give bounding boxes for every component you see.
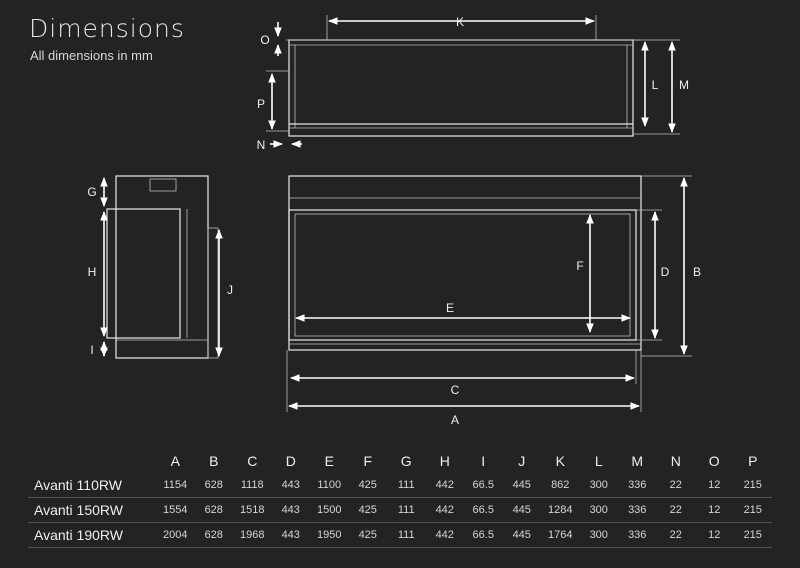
dimension-cell: 442 [425, 497, 464, 523]
technical-drawing: K O P N L M F E D B C A G H I J [87, 15, 701, 427]
dimension-cell: 1500 [310, 497, 349, 523]
dimension-cell: 111 [387, 473, 426, 498]
col-header: J [518, 453, 526, 469]
dim-label-o: O [260, 33, 269, 47]
dimension-cell: 215 [733, 473, 772, 498]
dimension-cell: 425 [348, 497, 387, 523]
dimension-cell: 445 [502, 522, 541, 548]
col-header: F [363, 453, 373, 469]
page-title: Dimensions [29, 14, 185, 43]
dim-label-p: P [257, 97, 265, 111]
col-header: E [324, 453, 334, 469]
dimension-cell: 22 [656, 497, 695, 523]
model-name: Avanti 150RW [28, 497, 156, 523]
dimension-cell: 862 [541, 473, 580, 498]
dim-label-m: M [679, 78, 689, 92]
dim-label-f: F [576, 259, 583, 273]
table-header-row: A B C D E F G H I J K L M N O P [28, 449, 772, 473]
dimension-cell: 336 [618, 497, 657, 523]
dim-label-b: B [693, 265, 701, 279]
dimension-cell: 425 [348, 473, 387, 498]
dimension-cell: 66.5 [464, 497, 503, 523]
dimension-cell: 12 [695, 473, 734, 498]
dimension-cell: 336 [618, 522, 657, 548]
col-header: N [670, 453, 681, 469]
col-header: D [285, 453, 296, 469]
dimension-cell: 12 [695, 497, 734, 523]
dimension-cell: 1764 [541, 522, 580, 548]
dimension-cell: 300 [579, 497, 618, 523]
dimension-cell: 1100 [310, 473, 349, 498]
model-name: Avanti 110RW [28, 473, 156, 498]
col-header: G [400, 453, 412, 469]
dimension-cell: 1518 [233, 497, 272, 523]
dimensions-table: A B C D E F G H I J K L M N O P Avanti 1… [28, 449, 772, 548]
dimension-cell: 628 [194, 473, 233, 498]
dimension-cell: 12 [695, 522, 734, 548]
dimension-cell: 66.5 [464, 473, 503, 498]
dimension-cell: 111 [387, 522, 426, 548]
dimension-cell: 1968 [233, 522, 272, 548]
col-header: O [708, 453, 720, 469]
dimension-cell: 1154 [156, 473, 195, 498]
col-header: K [555, 453, 565, 469]
dim-label-l: L [652, 78, 659, 92]
header-blank [28, 449, 156, 473]
dimension-cell: 1284 [541, 497, 580, 523]
dimension-cell: 111 [387, 497, 426, 523]
dimension-cell: 215 [733, 522, 772, 548]
col-header: H [439, 453, 450, 469]
dim-label-e: E [446, 301, 454, 315]
front-view [286, 175, 692, 412]
dimension-cell: 443 [271, 497, 310, 523]
top-view [266, 15, 680, 148]
dimension-cell: 300 [579, 473, 618, 498]
dimension-cell: 425 [348, 522, 387, 548]
dim-label-a: A [451, 413, 459, 427]
page-subtitle: All dimensions in mm [30, 48, 153, 63]
dim-label-d: D [661, 265, 670, 279]
dim-label-c: C [451, 383, 460, 397]
dimension-cell: 1950 [310, 522, 349, 548]
dimension-cell: 628 [194, 522, 233, 548]
dimension-cell: 66.5 [464, 522, 503, 548]
dimension-cell: 1554 [156, 497, 195, 523]
dim-label-g: G [87, 185, 96, 199]
col-header: P [748, 453, 758, 469]
model-name: Avanti 190RW [28, 522, 156, 548]
side-view [100, 175, 223, 359]
dimension-cell: 445 [502, 497, 541, 523]
col-header: B [209, 453, 219, 469]
dimension-cell: 445 [502, 473, 541, 498]
dimension-cell: 443 [271, 522, 310, 548]
dimension-cell: 1118 [233, 473, 272, 498]
col-header: M [631, 453, 644, 469]
dimension-cell: 443 [271, 473, 310, 498]
col-header: I [481, 453, 486, 469]
dim-label-i: I [90, 343, 93, 357]
dimension-cell: 22 [656, 473, 695, 498]
col-header: C [247, 453, 258, 469]
col-header: A [170, 453, 180, 469]
dimension-cell: 628 [194, 497, 233, 523]
dimension-cell: 442 [425, 473, 464, 498]
dim-label-n: N [257, 138, 266, 152]
dimension-cell: 442 [425, 522, 464, 548]
dimension-cell: 215 [733, 497, 772, 523]
dimension-cell: 300 [579, 522, 618, 548]
col-header: L [594, 453, 603, 469]
dimension-cell: 22 [656, 522, 695, 548]
dim-label-h: H [88, 265, 97, 279]
dimension-cell: 336 [618, 473, 657, 498]
dim-label-k: K [456, 15, 464, 29]
dim-label-j: J [227, 283, 233, 297]
dimension-cell: 2004 [156, 522, 195, 548]
